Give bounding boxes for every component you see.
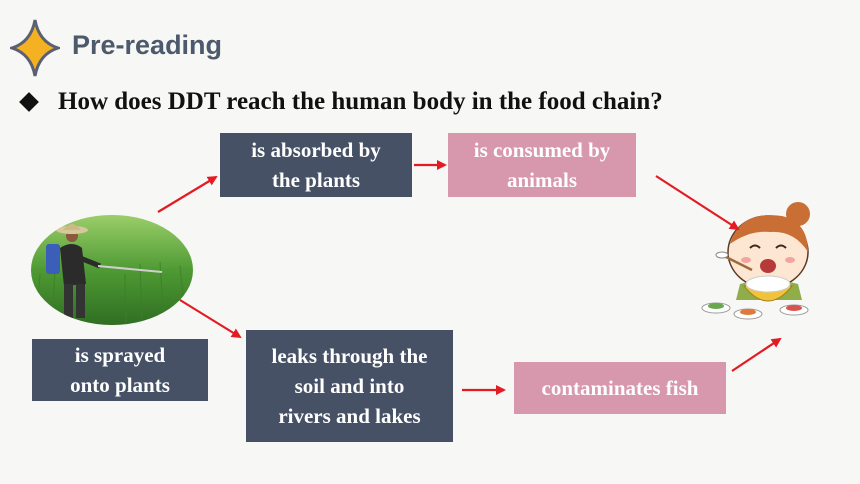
farmer-spraying-photo bbox=[31, 215, 193, 325]
box-contaminates-fish: contaminates fish bbox=[514, 362, 726, 414]
page-title: Pre-reading bbox=[72, 30, 223, 60]
box-absorbed-by-plants: is absorbed by the plants bbox=[220, 133, 412, 197]
question-text: How does DDT reach the human body in the… bbox=[58, 88, 663, 115]
star-icon bbox=[10, 19, 60, 77]
arrow-photo-to-absorbed bbox=[157, 175, 218, 213]
box-consumed-by-animals: is consumed by animals bbox=[448, 133, 636, 197]
question-row: How does DDT reach the human body in the… bbox=[18, 82, 663, 122]
child-eating-illustration bbox=[701, 202, 810, 320]
box-sprayed-onto-plants: is sprayed onto plants bbox=[32, 339, 208, 401]
diamond-bullet-icon bbox=[19, 92, 39, 112]
arrow-fish-to-child bbox=[731, 337, 782, 372]
box-leaks-through-soil: leaks through the soil and into rivers a… bbox=[246, 330, 453, 442]
